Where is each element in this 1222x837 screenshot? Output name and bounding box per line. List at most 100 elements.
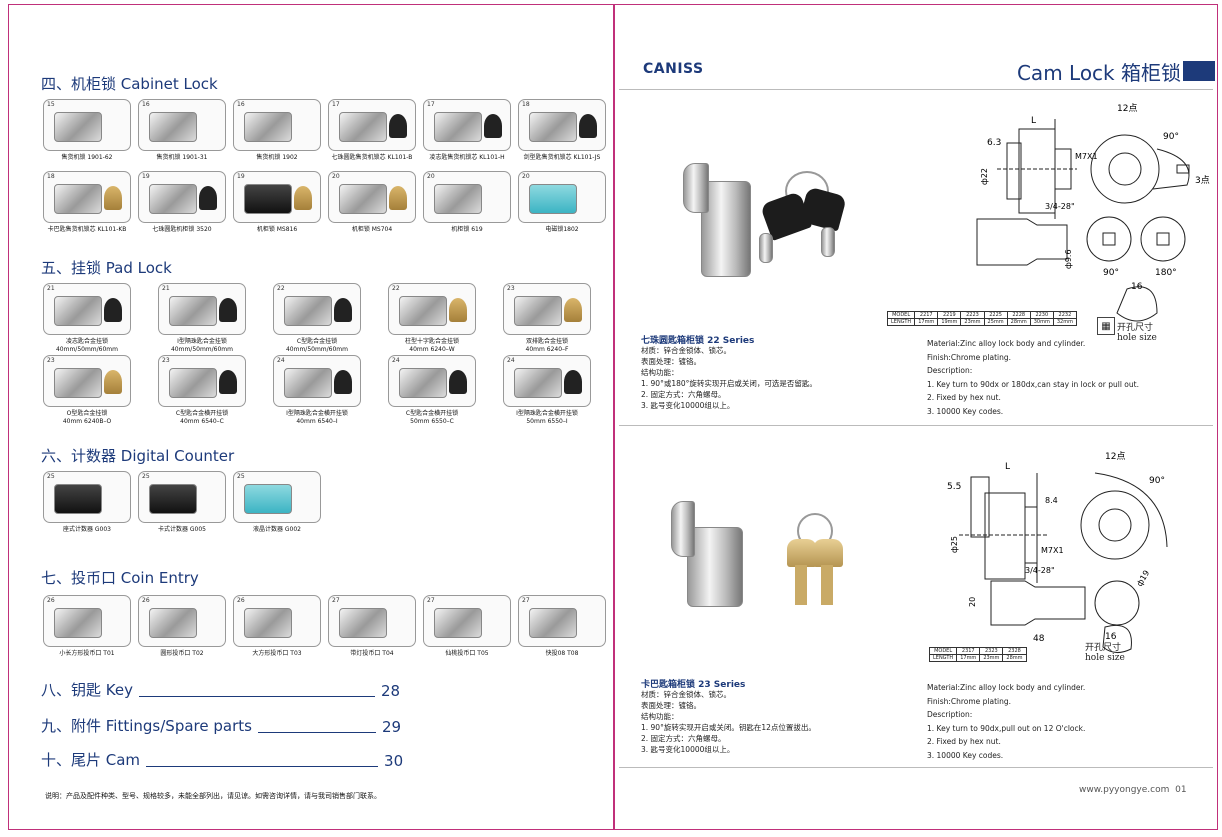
toc-fittings[interactable]: 九、附件 Fittings/Spare parts 29	[41, 715, 401, 736]
dim-thread-inch: 3/4-28"	[1045, 202, 1075, 211]
spec-en-23-series: Material:Zinc alloy lock body and cylind…	[927, 681, 1085, 762]
table-cell: 2225	[983, 311, 1008, 319]
toc-cam-label: 十、尾片 Cam	[41, 751, 141, 769]
table-cell: 2217	[914, 311, 939, 319]
table-cell: 30mm	[1029, 318, 1054, 326]
toc-key[interactable]: 八、钥匙 Key 28	[41, 679, 400, 700]
product-thumbnail: 16	[138, 99, 226, 151]
dim-angle-180: 180°	[1155, 268, 1177, 278]
product-image	[54, 184, 102, 214]
product-thumbnail: 18	[43, 171, 131, 223]
product-image	[244, 184, 292, 214]
toc-leader-line	[257, 732, 376, 733]
product-image	[399, 296, 447, 326]
key-image	[334, 370, 352, 394]
product-image	[529, 608, 577, 638]
product-image	[244, 608, 292, 638]
table-cell: 2219	[937, 311, 962, 319]
page-ref: 20	[332, 173, 340, 180]
product-thumbnail: 19	[138, 171, 226, 223]
product-thumbnail: 19	[233, 171, 321, 223]
footer-url[interactable]: www.pyyongye.com 01	[1079, 785, 1187, 795]
toc-fittings-page: 29	[381, 718, 402, 736]
product-image	[529, 112, 577, 142]
dim-angle-90: 90°	[1103, 268, 1119, 278]
product-title-22-series: 七珠圆匙箱柜锁 22 Series	[641, 336, 755, 346]
table-cell: 28mm	[1006, 318, 1031, 326]
product-image	[399, 368, 447, 398]
product-thumbnail: 20	[328, 171, 416, 223]
website-link[interactable]: www.pyyongye.com	[1079, 785, 1170, 795]
table-cell: LENGTH	[928, 654, 958, 662]
dim-48: 48	[1033, 634, 1045, 644]
product-caption: 卡式计数器 G005	[157, 526, 206, 533]
page-ref: 24	[507, 357, 515, 364]
product-thumbnail: 27	[328, 595, 416, 647]
table-cell: 2328	[1002, 647, 1027, 655]
page-ref: 21	[162, 285, 170, 292]
product-image	[149, 608, 197, 638]
product-caption: 仙桃投币口 T05	[445, 650, 489, 657]
spec-line: 3. 10000 Key codes.	[927, 406, 1004, 416]
table-cell: LENGTH	[886, 318, 916, 326]
key-image	[104, 186, 122, 210]
dim-diameter-25: ф25	[950, 536, 959, 553]
product-image	[149, 484, 197, 514]
brand-logo: CANISS	[643, 61, 704, 77]
product-image	[434, 608, 482, 638]
spec-line: 2. 固定方式：六角螺母。	[641, 390, 726, 399]
product-image	[54, 112, 102, 142]
product-thumbnail: 25	[43, 471, 131, 523]
lock-cylinder	[701, 181, 751, 277]
toc-cam[interactable]: 十、尾片 Cam 30	[41, 749, 403, 770]
product-thumbnail: 18	[518, 99, 606, 151]
footnote: 说明：产品及配件种类、型号、规格较多，未能全部列出，请见谅。如需咨询详情，请与我…	[45, 792, 381, 800]
product-caption: I型隔珠匙合金横开挂锁 40mm 6540–I	[286, 410, 348, 425]
spec-line: Description:	[927, 710, 973, 719]
dim-thread-inch: 3/4-28"	[1025, 566, 1055, 575]
page-ref: 16	[142, 101, 150, 108]
page-ref: 20	[427, 173, 435, 180]
product-thumbnail: 24	[273, 355, 361, 407]
table-cell: 2317	[956, 647, 981, 655]
key-blade	[821, 227, 835, 257]
product-thumbnail: 26	[43, 595, 131, 647]
section-divider	[619, 425, 1213, 426]
toc-leader-line	[146, 766, 379, 767]
